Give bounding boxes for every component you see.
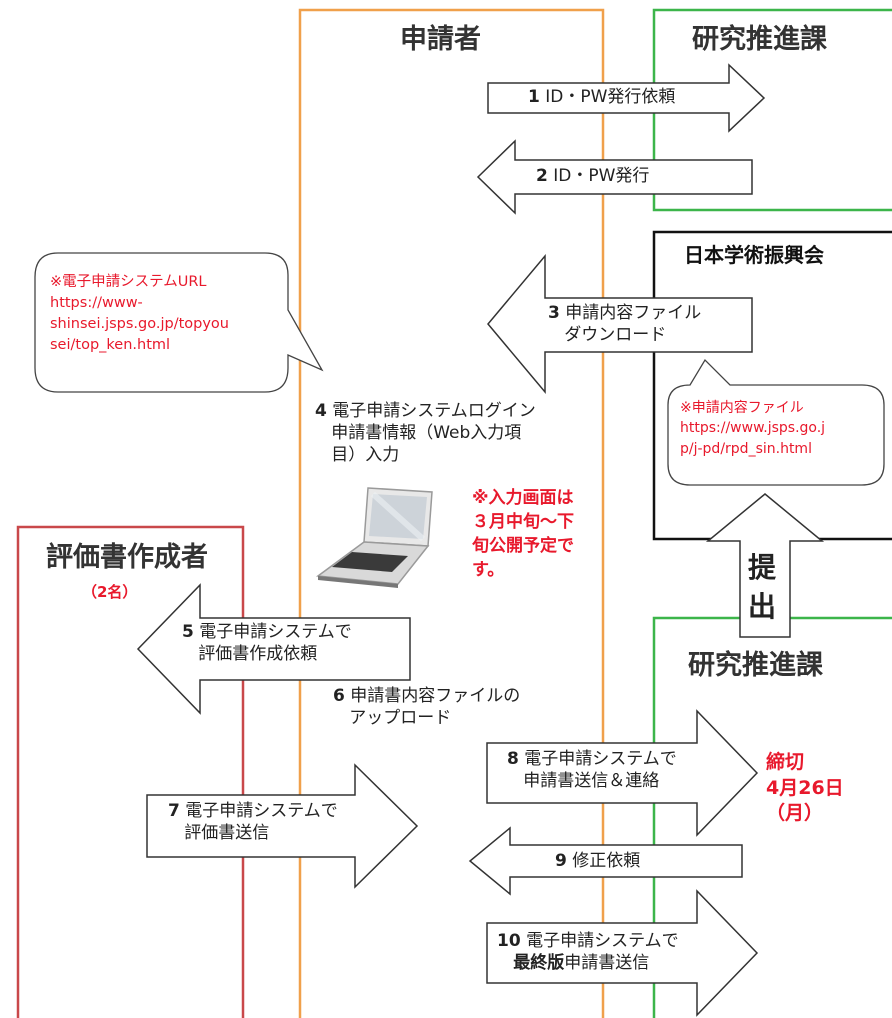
arrow-step-10	[486, 889, 759, 1017]
callout-left-line-1: ※電子申請システムURL	[50, 274, 207, 290]
research-top-lane-title: 研究推進課	[692, 24, 827, 55]
submit-char-1: 提	[748, 551, 777, 584]
step-3-number: 3	[548, 303, 560, 323]
arrow-step-8	[486, 709, 759, 837]
step-8-line2: 申請書送信＆連絡	[523, 771, 660, 792]
step-2-text: ID・PW発行	[553, 166, 650, 186]
step-3-line2: ダウンロード	[564, 325, 667, 346]
step-8-label: 8 電子申請システムで 申請書送信＆連絡	[507, 748, 677, 792]
callout-left-line-2: https://www-	[50, 295, 143, 312]
step-10-label: 10 電子申請システムで 最終版申請書送信	[497, 930, 679, 974]
step-9-text: 修正依頼	[572, 851, 641, 871]
applicant-lane-title: 申請者	[400, 24, 481, 55]
step-1-label: 1 ID・PW発行依頼	[528, 86, 675, 108]
step-4-line2: 申請書情報（Web入力項	[331, 423, 522, 444]
input-note-line-2: ３月中旬～下	[472, 512, 574, 533]
arrow-step-1	[487, 63, 766, 133]
evaluator-lane-title: 評価書作成者	[46, 542, 208, 573]
step-1-number: 1	[528, 87, 540, 107]
step-2-label: 2 ID・PW発行	[536, 165, 649, 187]
arrow-step-2	[476, 139, 753, 215]
input-note-line-1: ※入力画面は	[472, 488, 574, 508]
url-callout-left-text: ※電子申請システムURL https://www- shinsei.jsps.g…	[50, 272, 229, 356]
step-3-label: 3 申請内容ファイル ダウンロード	[548, 302, 701, 346]
callout-right-line-3: p/j-pd/rpd_sin.html	[680, 440, 812, 457]
step-8-number: 8	[507, 749, 519, 769]
deadline-line-2: 4月26日	[766, 776, 844, 799]
step-6-line2: アップロード	[349, 708, 452, 729]
step-10-line2-rest: 申請書送信	[564, 953, 650, 974]
step-4-line1: 電子申請システムログイン	[332, 401, 536, 421]
step-5-number: 5	[182, 622, 194, 642]
submit-char-2: 出	[748, 590, 777, 624]
input-note-line-4: す。	[472, 560, 505, 581]
evaluator-count: （2名）	[82, 583, 138, 601]
callout-right-line-2: https://www.jsps.go.j	[680, 420, 826, 437]
step-6-label: 6 申請書内容ファイルの アップロード	[333, 685, 520, 729]
laptop-icon	[315, 487, 433, 588]
step-1-text: ID・PW発行依頼	[545, 87, 676, 107]
step-10-number: 10	[497, 931, 521, 951]
jsps-lane-title: 日本学術振興会	[684, 243, 824, 267]
evaluator-lane	[16, 525, 245, 1018]
step-3-line1: 申請内容ファイル	[565, 303, 702, 323]
step-6-line1: 申請書内容ファイルの	[350, 686, 521, 706]
step-7-line1: 電子申請システムで	[185, 801, 338, 821]
arrow-step-3	[487, 253, 753, 395]
step-2-number: 2	[536, 166, 548, 186]
step-10-line1: 電子申請システムで	[526, 931, 679, 951]
deadline-note: 締切 4月26日 （月）	[766, 750, 844, 827]
arrow-step-5	[136, 583, 411, 715]
arrow-step-7	[146, 763, 419, 889]
step-4-number: 4	[315, 401, 327, 421]
input-screen-note: ※入力画面は ３月中旬～下 旬公開予定で す。	[472, 486, 574, 583]
url-callout-right-text: ※申請内容ファイル https://www.jsps.go.j p/j-pd/r…	[680, 398, 825, 459]
input-note-line-3: 旬公開予定で	[472, 536, 574, 557]
submit-arrow-label: 提 出	[748, 548, 776, 626]
step-4-line3: 目）入力	[331, 445, 400, 466]
step-7-line2: 評価書送信	[184, 823, 270, 844]
step-4-label: 4 電子申請システムログイン 申請書情報（Web入力項 目）入力	[315, 400, 536, 466]
callout-right-line-1: ※申請内容ファイル	[680, 400, 804, 416]
step-6-number: 6	[333, 686, 345, 706]
step-9-label: 9 修正依頼	[555, 850, 640, 872]
step-7-number: 7	[168, 801, 180, 821]
arrow-step-9	[468, 826, 743, 896]
research-bottom-lane-title: 研究推進課	[688, 650, 823, 681]
callout-left-line-3: shinsei.jsps.go.jp/topyou	[50, 316, 229, 333]
step-5-line1: 電子申請システムで	[199, 622, 352, 642]
callout-left-line-4: sei/top_ken.html	[50, 337, 171, 354]
url-callout-right	[667, 358, 885, 486]
step-9-number: 9	[555, 851, 567, 871]
submit-arrow	[705, 493, 825, 638]
step-8-line1: 電子申請システムで	[524, 749, 677, 769]
step-7-label: 7 電子申請システムで 評価書送信	[168, 800, 338, 844]
step-5-label: 5 電子申請システムで 評価書作成依頼	[182, 621, 352, 665]
url-callout-left	[34, 252, 324, 393]
applicant-lane	[298, 8, 605, 1018]
deadline-line-1: 締切	[766, 751, 805, 773]
deadline-line-3: （月）	[766, 802, 824, 825]
step-5-line2: 評価書作成依頼	[198, 644, 318, 665]
step-10-line2-bold: 最終版	[513, 953, 565, 974]
